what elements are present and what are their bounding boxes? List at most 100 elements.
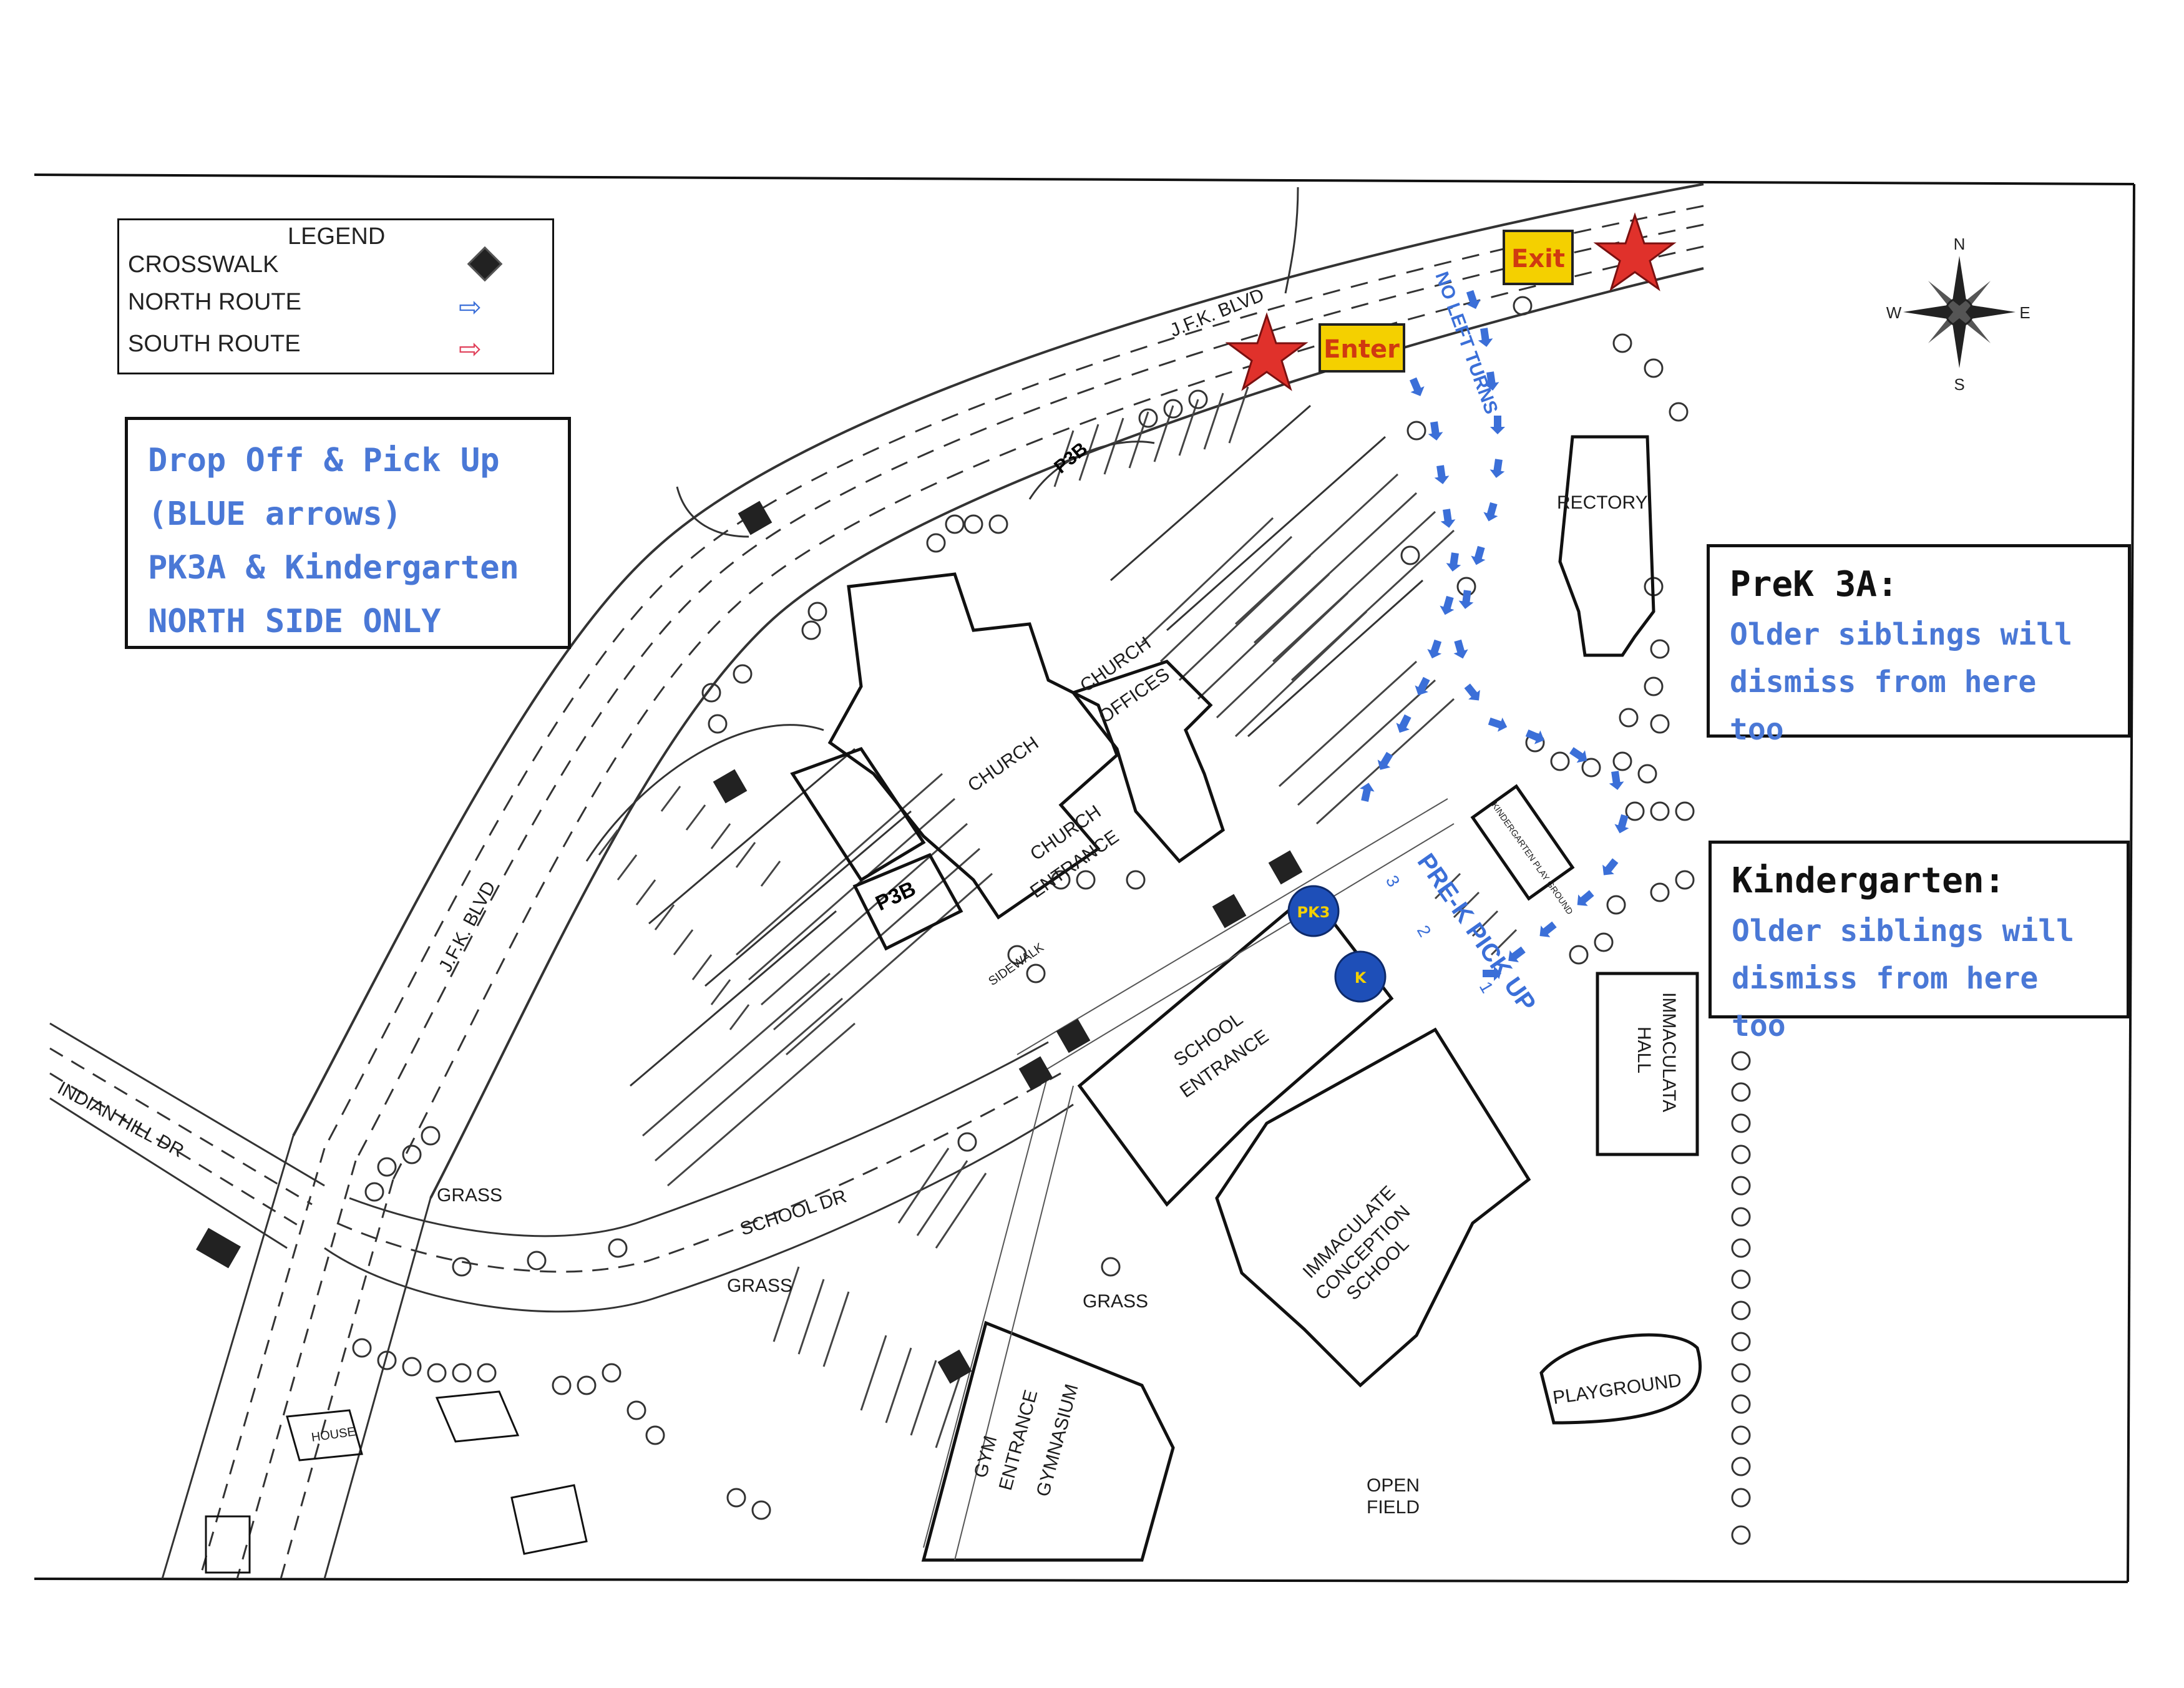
house-4 xyxy=(205,1515,251,1574)
north-route-arrows xyxy=(1360,290,1629,981)
route-arrow-icon xyxy=(1478,328,1493,347)
dropoff-line-2: (BLUE arrows) xyxy=(148,495,402,533)
legend-north-route-label: NORTH ROUTE xyxy=(128,289,301,315)
route-arrow-icon xyxy=(1446,552,1461,572)
route-arrow-icon xyxy=(1409,377,1425,396)
map-frame xyxy=(34,173,2135,1583)
legend-box: LEGEND CROSSWALK NORTH ROUTE ⇨ SOUTH ROU… xyxy=(117,218,554,374)
legend-item-south-route: SOUTH ROUTE ⇨ xyxy=(128,328,540,365)
enter-sign: Enter xyxy=(1319,323,1405,373)
kindergarten-info-box: Kindergarten: Older siblings will dismis… xyxy=(1709,841,2130,1043)
enter-star-icon xyxy=(1225,312,1309,391)
jfk-blvd-left-label: J.F.K. BLVD xyxy=(435,878,500,975)
immaculata-hall-label-2: HALL xyxy=(1634,1027,1654,1073)
route-arrow-icon xyxy=(1489,459,1505,478)
gym-entrance-label-1: GYM xyxy=(970,1433,1002,1480)
jfk-blvd-road xyxy=(292,183,1704,1199)
route-arrow-icon xyxy=(1525,729,1544,744)
route-arrow-icon xyxy=(1377,751,1393,770)
compass-s: S xyxy=(1954,375,1964,394)
blue-arrow-icon: ⇨ xyxy=(459,291,482,323)
route-arrow-icon xyxy=(1464,683,1480,701)
prek3a-line-2: dismiss from here too xyxy=(1730,665,2037,747)
church-offices-building xyxy=(1070,660,1225,864)
school-dr-road xyxy=(324,1041,1074,1313)
indian-hill-dr-road xyxy=(49,1022,325,1249)
route-arrow-icon xyxy=(1483,966,1501,981)
school-building xyxy=(1077,890,1394,1207)
route-arrow-icon xyxy=(1396,714,1411,733)
stall-2-label: 2 xyxy=(1413,922,1435,940)
gymnasium-building xyxy=(921,1320,1175,1562)
open-field-label-1: OPEN xyxy=(1367,1475,1420,1496)
open-field-label-2: FIELD xyxy=(1367,1497,1420,1518)
gymnasium-label: GYMNASIUM xyxy=(1033,1382,1083,1499)
pk3-marker-label: PK3 xyxy=(1297,904,1330,921)
route-arrow-icon xyxy=(1569,747,1587,763)
p3b-top-label: P3B xyxy=(1050,439,1091,478)
kindergarten-title: Kindergarten: xyxy=(1732,861,2006,901)
route-arrow-icon xyxy=(1453,639,1468,659)
playground-area xyxy=(1539,1333,1702,1425)
stall-3-label: 3 xyxy=(1382,872,1404,890)
route-arrow-icon xyxy=(1609,771,1624,790)
route-arrow-icon xyxy=(1428,421,1443,441)
legend-title: LEGEND xyxy=(288,223,386,250)
route-arrow-icon xyxy=(1488,717,1508,732)
stall-1-label: 1 xyxy=(1476,978,1498,997)
dropoff-info-box: Drop Off & Pick Up (BLUE arrows) PK3A & … xyxy=(125,417,571,649)
compass-n: N xyxy=(1954,235,1966,253)
gym-entrance-label-2: ENTRANCE xyxy=(995,1388,1042,1493)
dropoff-line-1: Drop Off & Pick Up xyxy=(148,442,500,479)
kindergarten-line-1: Older siblings will xyxy=(1732,914,2075,949)
route-arrow-icon xyxy=(1466,290,1481,310)
house-3 xyxy=(510,1484,588,1555)
house-label: HOUSE xyxy=(311,1425,356,1445)
route-arrow-icon xyxy=(1415,676,1430,696)
parking-stalls xyxy=(598,386,1518,1448)
jfk-blvd-top-label: J.F.K. BLVD xyxy=(1167,285,1267,341)
k-marker: K xyxy=(1334,950,1387,1003)
route-arrow-icon xyxy=(1602,858,1619,876)
pk3-marker: PK3 xyxy=(1287,885,1340,937)
jfk-blvd-south-road xyxy=(161,1135,432,1579)
route-arrow-icon xyxy=(1427,639,1442,659)
dropoff-line-4: NORTH SIDE ONLY xyxy=(148,603,441,640)
rectory-building xyxy=(1558,435,1655,657)
immaculata-hall-label-1: IMMACULATA xyxy=(1659,992,1679,1112)
grass-label-2: GRASS xyxy=(727,1276,792,1296)
prek3a-line-1: Older siblings will xyxy=(1730,617,2073,652)
route-arrow-icon xyxy=(1577,890,1594,906)
legend-item-north-route: NORTH ROUTE ⇨ xyxy=(128,286,540,323)
route-arrow-icon xyxy=(1471,545,1486,565)
p3b-building xyxy=(852,852,963,951)
sidewalks xyxy=(923,798,1455,1561)
prek3a-info-box: PreK 3A: Older siblings will dismiss fro… xyxy=(1707,544,2131,747)
route-arrow-icon xyxy=(1458,590,1474,609)
route-arrow-icon xyxy=(1508,946,1526,962)
house-2 xyxy=(435,1390,520,1443)
immaculata-hall-building xyxy=(1596,972,1699,1156)
compass-e: E xyxy=(2019,303,2030,322)
enter-sign-label: Enter xyxy=(1324,335,1400,364)
grass-label-3: GRASS xyxy=(1083,1291,1148,1312)
compass-rose-icon: N S E W xyxy=(1886,235,2030,394)
prek-pickup-label: PRE-K PICK UP xyxy=(1412,849,1541,1017)
k-marker-label: K xyxy=(1355,969,1367,987)
church-building xyxy=(827,572,1119,920)
route-arrow-icon xyxy=(1614,814,1629,834)
compass-w: W xyxy=(1886,303,1902,322)
route-arrow-icon xyxy=(1440,595,1455,615)
house-1 xyxy=(286,1409,363,1461)
legend-item-crosswalk: CROSSWALK xyxy=(128,245,540,283)
crosswalk-markers xyxy=(196,500,1303,1384)
buildings xyxy=(205,435,1702,1574)
kindergarten-line-2: dismiss from here too xyxy=(1732,961,2039,1043)
legend-crosswalk-label: CROSSWALK xyxy=(128,251,279,278)
p3b-building-label: P3B xyxy=(872,877,919,915)
route-arrow-icon xyxy=(1484,371,1499,391)
church-label: CHURCH xyxy=(964,733,1042,796)
route-arrow-icon xyxy=(1483,502,1498,522)
exit-star-icon xyxy=(1593,212,1677,291)
route-arrow-icon xyxy=(1539,921,1557,937)
